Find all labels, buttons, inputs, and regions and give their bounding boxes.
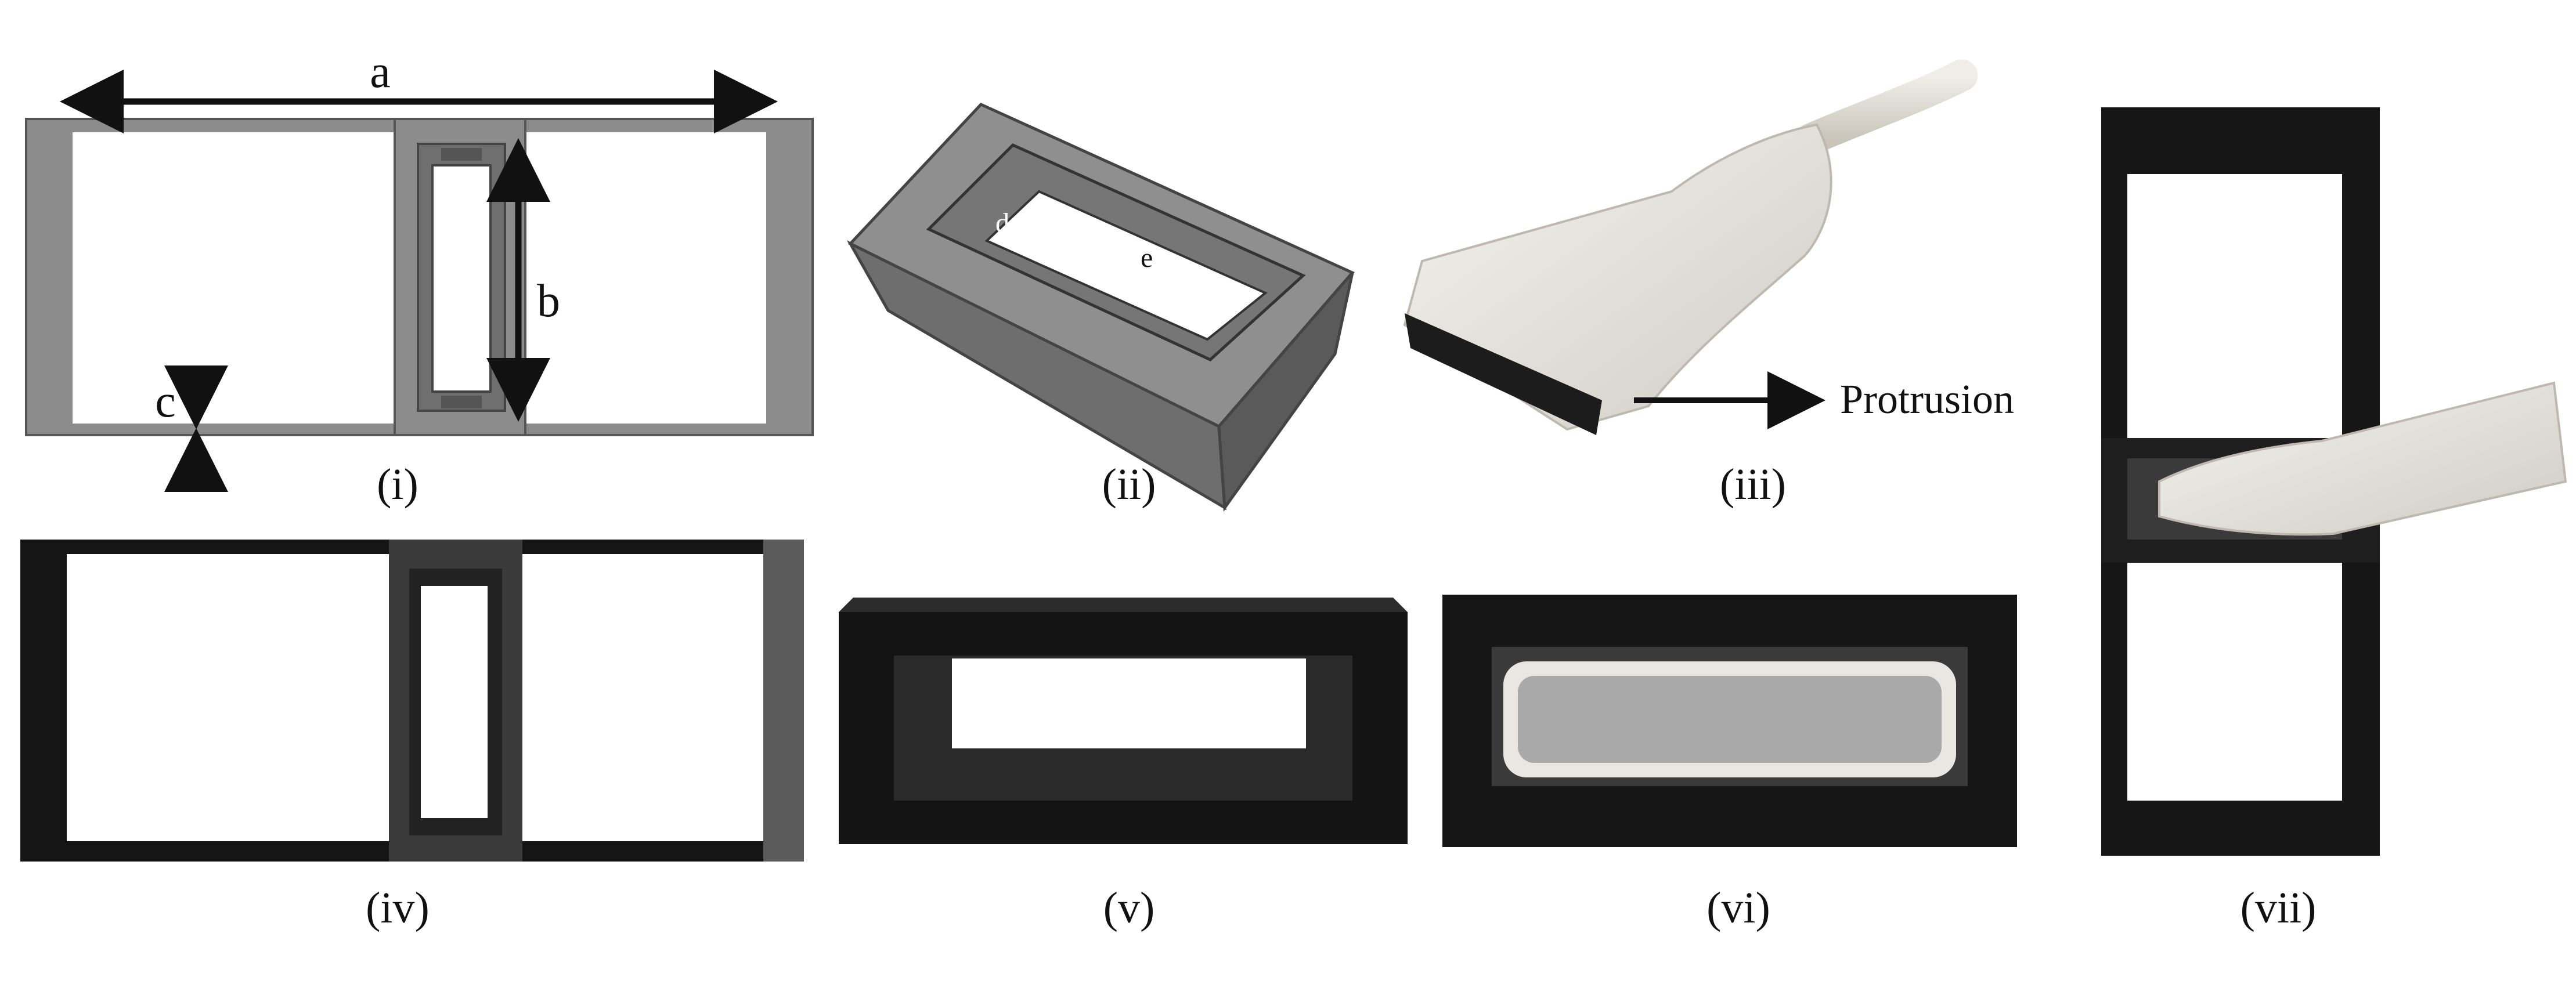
caption-v: (v) bbox=[1103, 884, 1155, 932]
caption-ii: (ii) bbox=[1102, 460, 1156, 509]
probe-cable bbox=[1795, 59, 1978, 155]
caption-iv: (iv) bbox=[366, 884, 430, 932]
holder-tab-top bbox=[441, 148, 482, 161]
printed-holder-window bbox=[952, 658, 1306, 748]
caption-i: (i) bbox=[377, 460, 418, 509]
panel-i-cad-top-view: a b c (i) bbox=[25, 46, 814, 509]
probe-body bbox=[1403, 123, 1832, 431]
dimension-b-label: b bbox=[537, 276, 560, 327]
probe-lens-face bbox=[1405, 313, 1602, 435]
dimension-d-label: d bbox=[995, 208, 1009, 238]
panel-vi-holder-with-probe: (vi) bbox=[1442, 595, 2017, 932]
caption-vi: (vi) bbox=[1706, 884, 1770, 932]
panel-iv-printed-frame: (iv) bbox=[20, 540, 804, 932]
dimension-e-label: e bbox=[1141, 243, 1153, 273]
holder-slot bbox=[431, 164, 492, 393]
printed-holder-slot bbox=[421, 586, 488, 818]
panel-ii-cad-isometric: d e (ii) bbox=[846, 102, 1355, 512]
dimension-c-label: c bbox=[155, 376, 176, 427]
panel-iii-ultrasound-probe: Protrusion (iii) bbox=[1403, 59, 2014, 509]
panel-vii-assembly: (vii) bbox=[2101, 107, 2567, 932]
holder-tab-bottom bbox=[441, 396, 482, 408]
printed-holder-top-edge bbox=[839, 598, 1408, 612]
printed-frame-right-edge bbox=[763, 540, 804, 862]
assembly-probe bbox=[2158, 381, 2567, 536]
caption-vii: (vii) bbox=[2241, 884, 2317, 932]
panel-v-printed-holder-front: (v) bbox=[839, 598, 1408, 932]
dimension-a-label: a bbox=[370, 46, 391, 97]
caption-iii: (iii) bbox=[1720, 460, 1786, 509]
protrusion-label: Protrusion bbox=[1840, 376, 2014, 422]
probe-lens bbox=[1518, 676, 1942, 763]
holder-opening bbox=[984, 190, 1268, 341]
holder-side-face bbox=[1217, 272, 1354, 512]
